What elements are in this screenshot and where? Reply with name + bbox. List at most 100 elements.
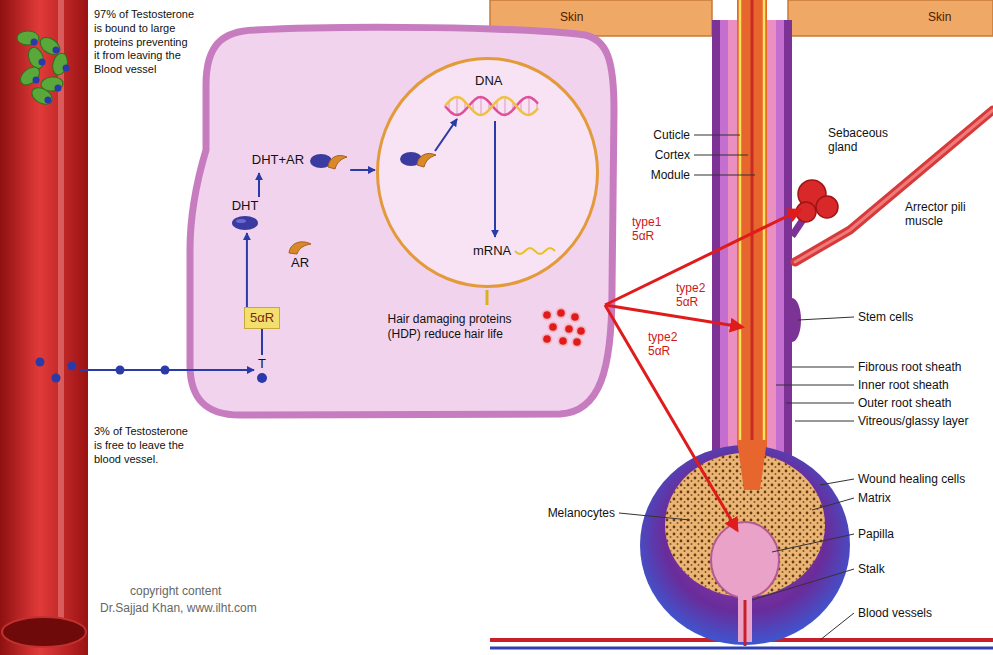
bound-testosterone — [39, 59, 46, 66]
bound-testosterone — [45, 97, 52, 104]
protein-dot — [549, 323, 557, 331]
leader-line — [772, 534, 854, 552]
part-label: Blood vessels — [858, 606, 932, 620]
hdp-proteins: Hair damaging proteins (HDP) reduce hair… — [386, 305, 589, 349]
vessel-drawing — [0, 0, 215, 655]
free-testosterone — [36, 358, 45, 367]
dna-rung — [504, 97, 506, 115]
arrector-pili-muscle — [795, 110, 993, 262]
node-text: DNA — [475, 73, 502, 89]
sebaceous-gland — [816, 196, 838, 218]
leader-line — [694, 155, 748, 156]
skin-label: Skin — [928, 10, 951, 24]
copyright-watermark: copyright content — [130, 584, 221, 598]
free-testosterone — [116, 366, 125, 375]
dht-ar-complex: DHT+AR — [250, 147, 350, 173]
part-label: Matrix — [858, 491, 891, 505]
skin-band — [788, 0, 993, 36]
node-text: mRNA — [473, 243, 511, 259]
dna-strand — [445, 97, 538, 115]
protein-dot — [557, 309, 565, 317]
node-text: Hair damaging proteins (HDP) reduce hair… — [388, 312, 533, 342]
part-label: Stem cells — [858, 310, 913, 324]
molecule-dot — [257, 373, 267, 383]
papilla — [711, 522, 779, 598]
enzyme-arrow — [605, 305, 742, 327]
protein-halo — [571, 337, 582, 348]
part-label: Cortex — [540, 148, 690, 162]
connector — [215, 369, 254, 371]
protein-dot — [543, 311, 551, 319]
dna-rung — [456, 97, 458, 115]
nucleus-outline — [378, 59, 598, 287]
leader-line — [619, 513, 690, 520]
protein-dot — [543, 335, 551, 343]
blood-vessel: 97% of Testosterone is bound to large pr… — [0, 0, 215, 655]
connector — [486, 290, 489, 305]
protein-dot — [573, 338, 581, 346]
leader-line — [798, 317, 854, 320]
hdp-glyph — [539, 307, 587, 347]
skin-label: Skin — [560, 10, 583, 24]
dna-rung — [480, 97, 482, 115]
node-text: AR — [291, 255, 309, 271]
free-testosterone — [161, 366, 170, 375]
leader-line — [776, 385, 854, 386]
leader-line — [820, 479, 854, 485]
leader-line — [694, 175, 755, 176]
part-label: Outer root sheath — [858, 396, 951, 410]
node-text: 5αR — [250, 310, 274, 326]
dht-molecule: DHT — [228, 197, 262, 233]
part-label: Fibrous root sheath — [858, 360, 961, 374]
dht-highlight — [236, 219, 246, 223]
leader-line — [786, 403, 854, 404]
muscle-highlight — [795, 110, 993, 262]
testosterone-molecule: T — [254, 355, 270, 385]
bound-testosterone — [33, 77, 40, 84]
bound-testosterone — [55, 85, 62, 92]
part-label: Papilla — [858, 527, 894, 541]
androgen-receptor: AR — [285, 238, 315, 272]
protein-halo — [547, 322, 558, 333]
part-label: Vitreous/glassy layer — [858, 414, 969, 428]
binding-arrow — [435, 119, 457, 151]
bound-testosterone — [31, 39, 38, 46]
hair-root — [737, 440, 767, 490]
binding-protein — [17, 64, 43, 89]
binding-protein — [29, 84, 55, 107]
receptor-shape — [328, 155, 347, 169]
part-label: Sebaceous gland — [828, 126, 892, 154]
copyright-watermark: Dr.Sajjad Khan, www.ilht.com — [100, 601, 257, 615]
protein-halo — [563, 324, 574, 335]
leader-line — [792, 367, 854, 368]
leader-line — [694, 135, 740, 136]
vessel-highlight — [58, 0, 64, 620]
connector — [258, 173, 260, 197]
dna-strand — [445, 97, 538, 115]
node-text: 3% of Testosterone is free to leave the … — [94, 425, 196, 466]
hair-cuticle — [739, 0, 742, 470]
blood-vessel-line — [490, 647, 993, 650]
papilla-vessel — [744, 600, 747, 646]
part-label: Stalk — [858, 562, 885, 576]
receptor-glyph — [287, 239, 313, 255]
vessel-opening — [2, 617, 86, 647]
cell — [190, 27, 614, 415]
leader-line — [812, 498, 854, 510]
part-label: Wound healing cells — [858, 472, 965, 486]
transcription-arrow — [494, 121, 496, 237]
dna-rung — [528, 97, 530, 115]
enzyme-box: 5αR — [244, 307, 280, 329]
part-label: Cuticle — [540, 128, 690, 142]
protein-halo — [557, 336, 568, 347]
hair-cuticle — [763, 0, 766, 470]
part-label: Inner root sheath — [858, 378, 949, 392]
complex-glyph — [308, 149, 348, 171]
enzyme-arrow — [605, 305, 737, 530]
connector — [246, 233, 248, 307]
binding-protein — [50, 52, 69, 77]
mrna-strand — [515, 248, 555, 254]
